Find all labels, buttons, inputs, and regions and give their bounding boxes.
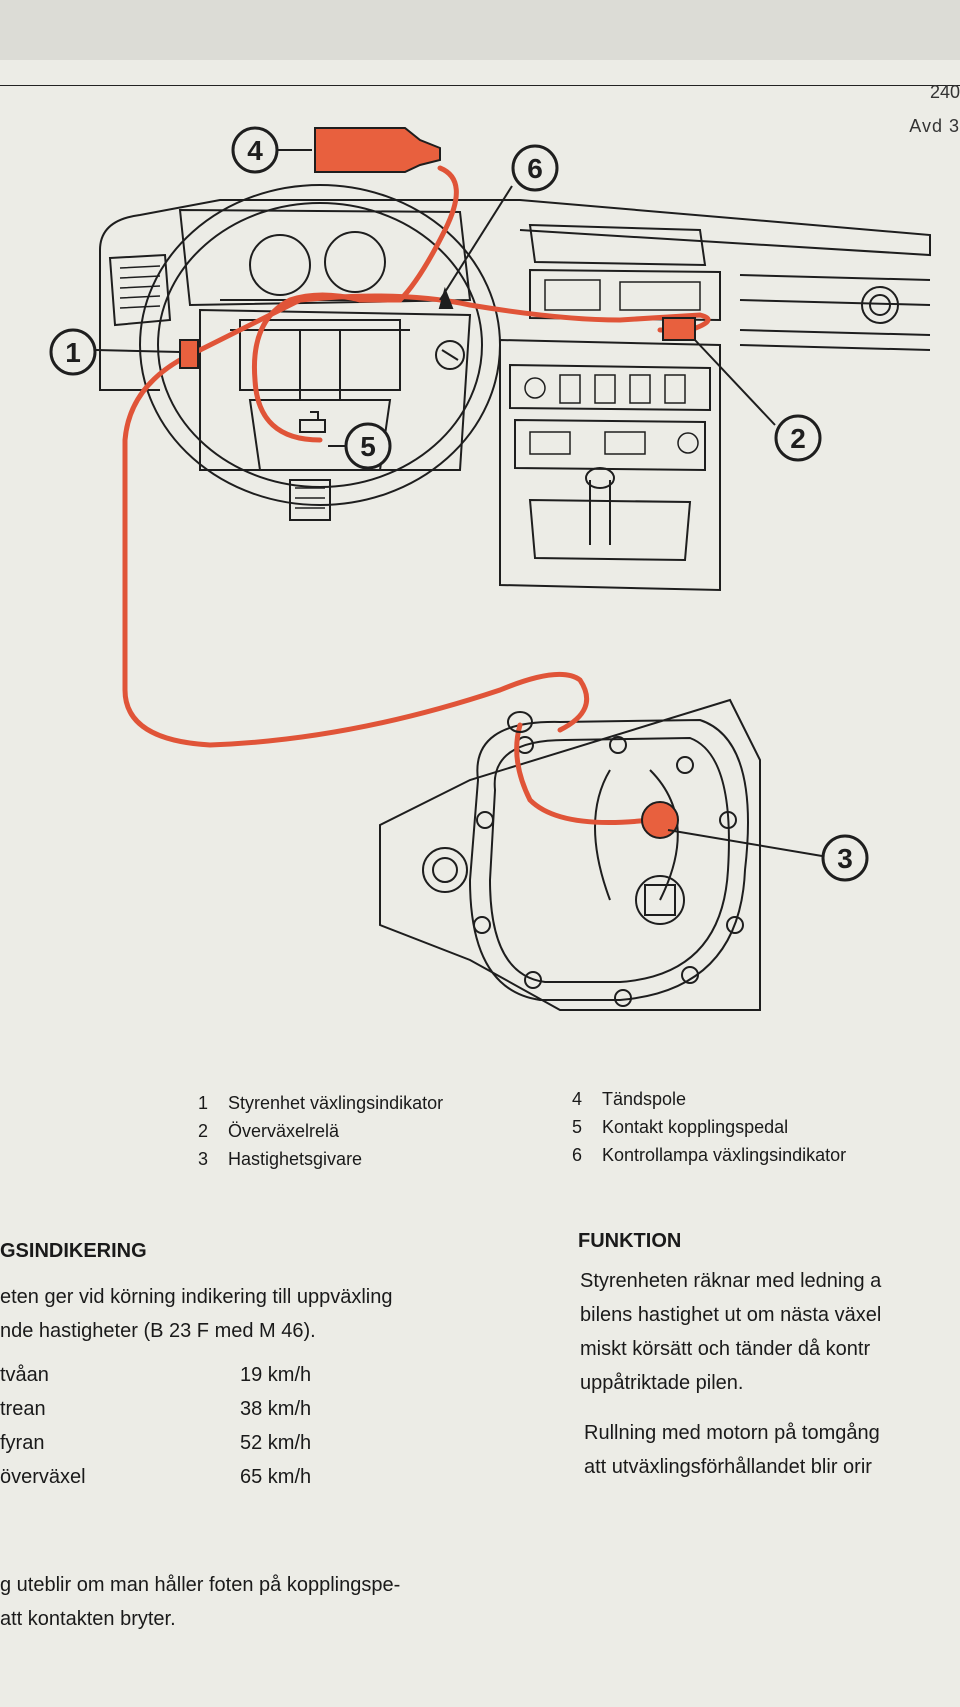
legend-label: Hastighetsgivare <box>228 1149 363 1169</box>
callout-3: 3 <box>821 834 869 882</box>
legend-label: Överväxelrelä <box>228 1121 340 1141</box>
legend-num: 1 <box>198 1093 209 1113</box>
differential <box>379 698 761 1011</box>
gear-name: överväxel <box>0 1466 86 1488</box>
svg-text:6: 6 <box>527 153 543 184</box>
text-line: eten ger vid körning indikering till upp… <box>0 1286 393 1308</box>
callout-2: 2 <box>774 414 822 462</box>
legend-label: Kontrollampa växlingsindikator <box>602 1145 847 1165</box>
gear-name: tvåan <box>0 1364 49 1386</box>
legend-item: 1 Styrenhet växlingsindikator <box>198 1089 443 1117</box>
legend-label: Kontakt kopplingspedal <box>602 1117 789 1137</box>
legend-right: 4 Tändspole 5 Kontakt kopplingspedal 6 Kont… <box>572 1085 846 1169</box>
callout-5: 5 <box>344 422 392 470</box>
right-heading: FUNKTION <box>578 1230 682 1252</box>
text-line: Styrenheten räknar med ledning a <box>580 1270 882 1292</box>
gear-speed: 65 km/h <box>240 1466 312 1488</box>
table-row: överväxel 65 km/h <box>0 1460 311 1494</box>
ignition-coil <box>314 127 441 173</box>
legend-left: 1 Styrenhet växlingsindikator 2 Överväxelr… <box>198 1089 443 1173</box>
legend-item: 6 Kontrollampa växlingsindikator <box>572 1141 846 1169</box>
left-intro: eten ger vid körning indikering till upp… <box>0 1280 392 1348</box>
text-line: uppåtriktade pilen. <box>580 1372 744 1394</box>
svg-text:1: 1 <box>65 337 81 368</box>
right-para-1: Styrenheten räknar med ledning a bilens … <box>580 1264 881 1400</box>
table-row: tvåan 19 km/h <box>0 1358 311 1392</box>
legend-num: 6 <box>572 1145 583 1165</box>
text-line: bilens hastighet ut om nästa växel <box>580 1304 882 1326</box>
wiring-diagram: 4 6 1 2 5 3 <box>49 126 931 1011</box>
gear-speed: 19 km/h <box>240 1364 312 1386</box>
wiring-harness <box>122 165 711 825</box>
text-line: nde hastigheter (B 23 F med M 46). <box>0 1320 316 1342</box>
gear-name: trean <box>0 1398 46 1420</box>
header-rule <box>0 85 960 86</box>
gear-speed: 52 km/h <box>240 1432 312 1454</box>
gear-name: fyran <box>0 1432 45 1454</box>
callout-markers: 4 6 1 2 5 3 <box>49 126 869 882</box>
legend-num: 2 <box>198 1121 209 1141</box>
callout-1: 1 <box>49 328 97 376</box>
manual-page <box>0 60 960 1707</box>
section-label: Avd 3 <box>909 116 960 136</box>
legend-num: 4 <box>572 1089 583 1109</box>
gear-speed: 38 km/h <box>240 1398 312 1420</box>
clutch-pedal-switch <box>299 411 326 433</box>
page-number: 240 <box>929 82 960 102</box>
legend-item: 4 Tändspole <box>572 1085 846 1113</box>
left-footer: g uteblir om man håller foten på kopplin… <box>0 1568 400 1636</box>
right-para-2: Rullning med motorn på tomgång att utväx… <box>584 1416 880 1484</box>
legend-label: Tändspole <box>602 1089 687 1109</box>
legend-item: 2 Överväxelrelä <box>198 1117 443 1145</box>
svg-text:3: 3 <box>837 843 853 874</box>
text-line: g uteblir om man håller foten på kopplin… <box>0 1574 401 1596</box>
components <box>179 127 696 839</box>
shift-indicator-control-unit <box>179 339 199 369</box>
legend-label: Styrenhet växlingsindikator <box>228 1093 444 1113</box>
leader-lines <box>95 149 823 857</box>
text-line: Rullning med motorn på tomgång <box>584 1422 880 1444</box>
legend-item: 5 Kontakt kopplingspedal <box>572 1113 846 1141</box>
speed-table: tvåan 19 km/h trean 38 km/h fyran 52 km/h ö… <box>0 1358 311 1494</box>
legend-num: 3 <box>198 1149 209 1169</box>
legend-item: 3 Hastighetsgivare <box>198 1145 443 1173</box>
table-row: trean 38 km/h <box>0 1392 311 1426</box>
overdrive-relay <box>662 317 696 341</box>
legend-num: 5 <box>572 1117 583 1137</box>
text-line: att utväxlingsförhållandet blir orir <box>584 1456 872 1478</box>
left-heading: GSINDIKERING <box>0 1240 147 1262</box>
callout-4: 4 <box>231 126 279 174</box>
callout-6: 6 <box>511 144 559 192</box>
shift-indicator-lamp <box>438 286 454 309</box>
svg-text:2: 2 <box>790 423 806 454</box>
svg-text:4: 4 <box>247 135 263 166</box>
text-line: att kontakten bryter. <box>0 1608 176 1630</box>
dashboard <box>99 199 931 592</box>
speed-sensor <box>641 801 679 839</box>
svg-text:5: 5 <box>360 431 376 462</box>
wire-ring-3 <box>507 711 533 733</box>
text-line: miskt körsätt och tänder då kontr <box>580 1338 871 1360</box>
table-row: fyran 52 km/h <box>0 1426 311 1460</box>
